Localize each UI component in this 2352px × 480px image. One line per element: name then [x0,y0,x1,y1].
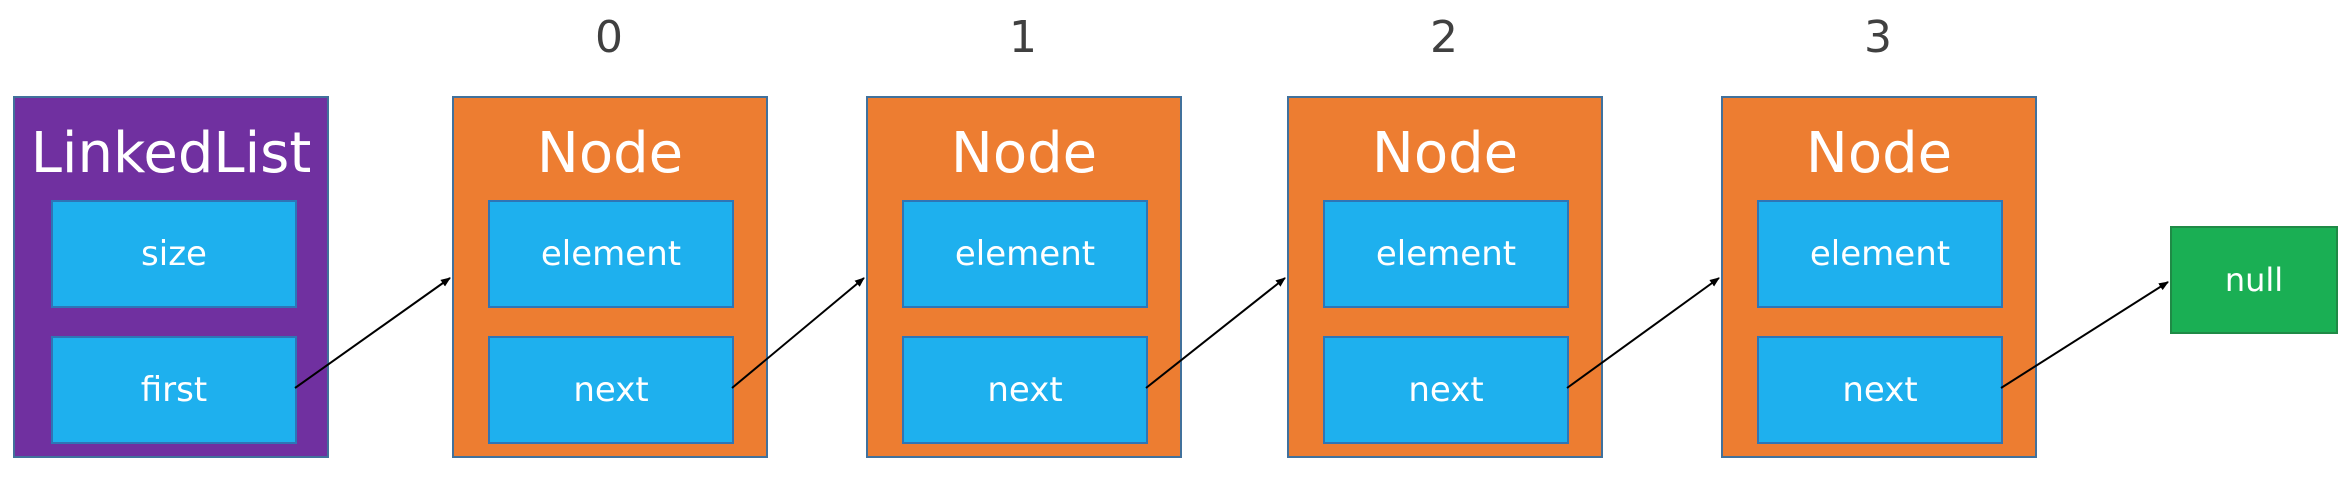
arrow-node1-to-node2 [1145,277,1286,389]
arrow-node2-to-node3 [1566,277,1720,389]
node-box-3: Node element next [1721,96,2037,458]
element-field: element [488,200,734,308]
arrow-first-to-node0 [294,277,451,389]
arrow-node3-to-null [2000,281,2169,389]
next-field: next [1323,336,1569,444]
next-field: next [1757,336,2003,444]
element-field: element [1323,200,1569,308]
next-field: next [488,336,734,444]
linkedlist-title: LinkedList [30,121,312,186]
next-field: next [902,336,1148,444]
node-title: Node [950,121,1098,186]
element-field: element [902,200,1148,308]
linkedlist-box: LinkedList size first [13,96,329,458]
size-field: size [51,200,297,308]
node-title: Node [536,121,684,186]
element-field: element [1757,200,2003,308]
node-title: Node [1805,121,1953,186]
node-index-1: 1 [1009,12,1037,63]
node-box-0: Node element next [452,96,768,458]
null-box: null [2170,226,2338,334]
first-field: first [51,336,297,444]
node-index-0: 0 [595,12,623,63]
arrow-node0-to-node1 [731,277,865,389]
node-box-1: Node element next [866,96,1182,458]
node-index-3: 3 [1864,12,1892,63]
node-box-2: Node element next [1287,96,1603,458]
node-index-2: 2 [1430,12,1458,63]
node-title: Node [1371,121,1519,186]
